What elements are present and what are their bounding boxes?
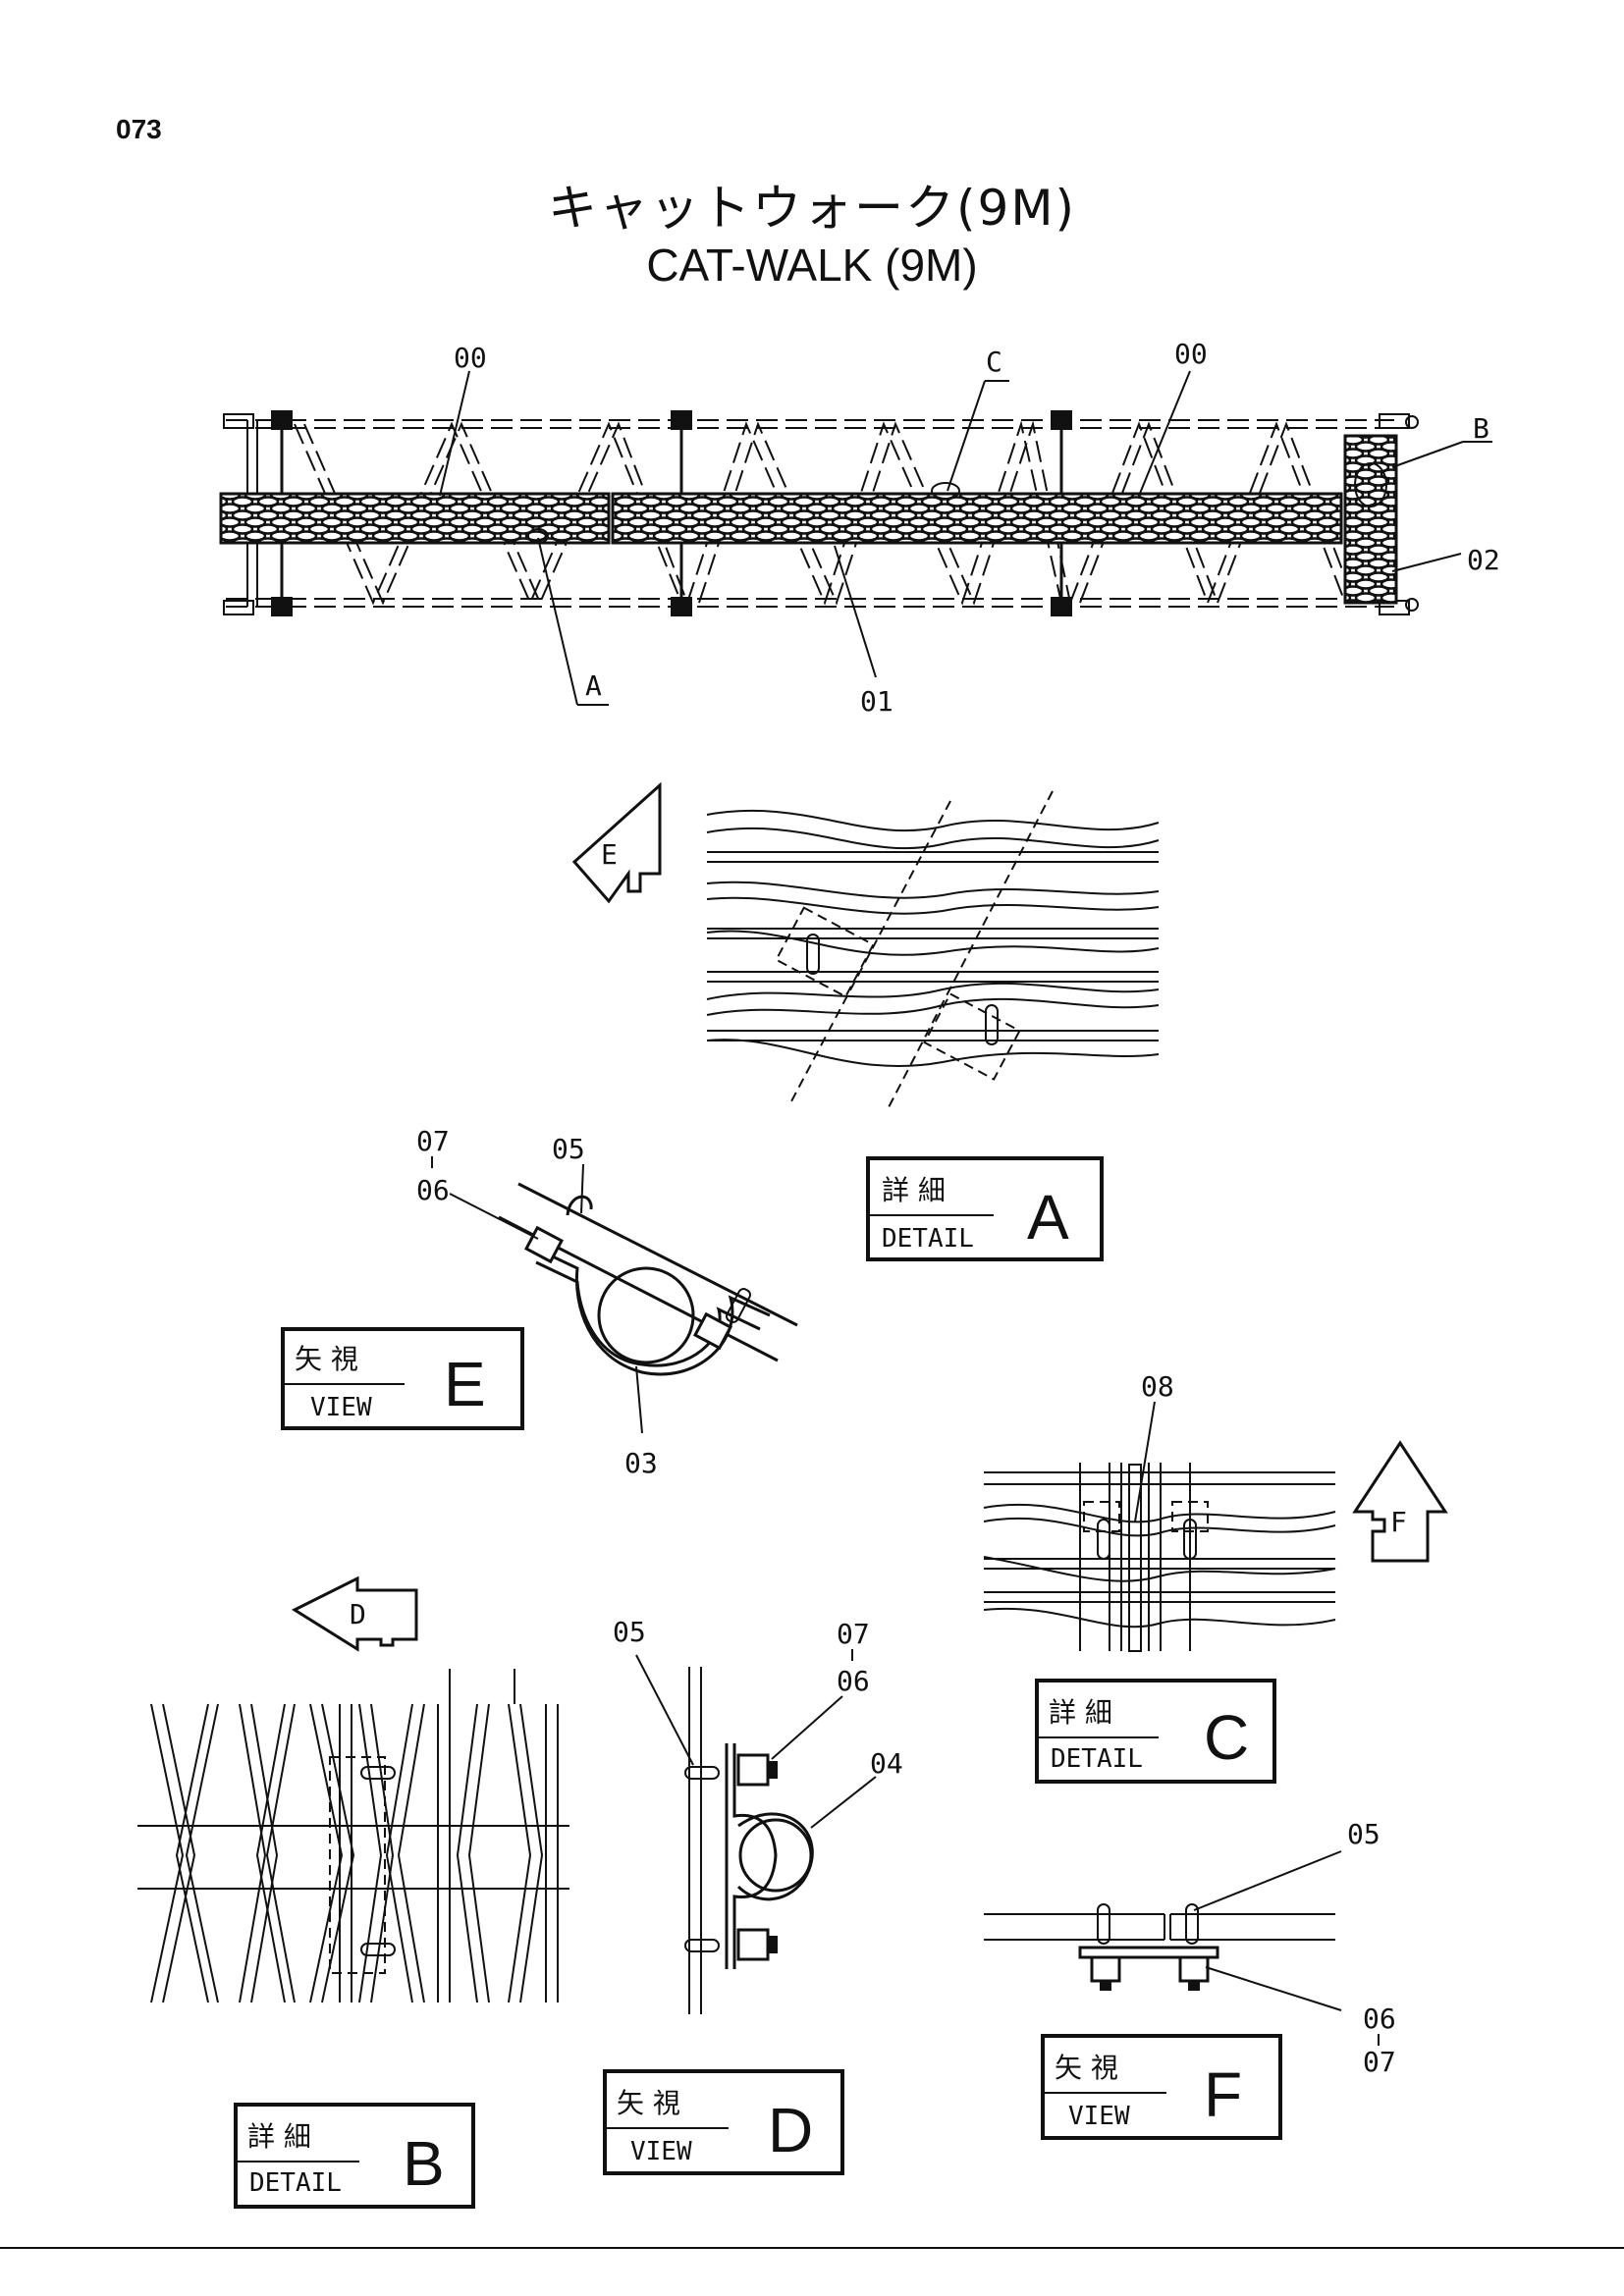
view-d-letter: D — [768, 2095, 813, 2165]
view-e-callout-06: 06 — [416, 1174, 450, 1206]
callout-b: B — [1473, 412, 1489, 445]
view-f-letter: F — [1204, 2059, 1242, 2130]
catwalk-panel-main — [611, 492, 1343, 545]
catwalk-panel-left — [219, 492, 611, 545]
title-english: CAT-WALK (9M) — [646, 240, 978, 291]
detail-c-jp: 詳 細 — [1049, 1696, 1112, 1729]
detail-c-drawing: 08 F — [983, 1370, 1448, 1652]
view-f-callout-07: 07 — [1363, 2046, 1396, 2078]
callout-02: 02 — [1467, 544, 1500, 576]
view-e-jp: 矢 視 — [295, 1343, 358, 1375]
view-f-callout-06: 06 — [1363, 2002, 1396, 2035]
view-d-callout-04: 04 — [870, 1747, 903, 1780]
view-f-callout-05: 05 — [1347, 1818, 1380, 1850]
callout-c: C — [986, 346, 1002, 378]
view-f-jp: 矢 視 — [1055, 2052, 1118, 2084]
view-d-callout-05: 05 — [613, 1616, 646, 1648]
detail-c-label: 詳 細 DETAIL C — [1035, 1679, 1276, 1784]
view-f-label: 矢 視 VIEW F — [1041, 2034, 1282, 2140]
view-e-callout-07: 07 — [416, 1125, 450, 1157]
view-d-jp: 矢 視 — [617, 2087, 680, 2119]
detail-b-jp: 詳 細 — [247, 2120, 311, 2153]
view-e-callout-03: 03 — [624, 1447, 658, 1479]
view-d-en: VIEW — [630, 2137, 692, 2166]
right-end-fittings — [1379, 413, 1419, 615]
page-number: 073 — [116, 114, 162, 144]
view-e-drawing: 05 07 06 03 — [416, 1125, 798, 1479]
detail-c-callout-08: 08 — [1141, 1370, 1174, 1403]
view-e-letter: E — [444, 1349, 486, 1419]
main-truss-view: 00 C 00 B 02 A 01 — [219, 338, 1500, 718]
view-arrow-f: F — [1352, 1440, 1448, 1563]
view-e-label: 矢 視 VIEW E — [281, 1327, 524, 1430]
arrow-d-letter: D — [350, 1598, 366, 1630]
view-arrow-e: E — [571, 781, 662, 904]
truss-lacing — [294, 420, 1356, 606]
detail-a-label: 詳 細 DETAIL A — [866, 1156, 1104, 1261]
arrow-f-letter: F — [1390, 1506, 1407, 1538]
detail-b-label: 詳 細 DETAIL B — [234, 2103, 475, 2209]
detail-a-jp: 詳 細 — [882, 1174, 946, 1206]
detail-b-letter: B — [403, 2128, 445, 2199]
detail-c-letter: C — [1204, 1702, 1249, 1773]
arrow-e-letter: E — [601, 838, 618, 871]
callout-00-left: 00 — [454, 342, 487, 374]
view-d-callout-06: 06 — [837, 1665, 870, 1697]
view-d-label: 矢 視 VIEW D — [603, 2069, 844, 2175]
title-block: キャットウォーク(9M) CAT-WALK (9M) — [0, 179, 1624, 293]
callout-00-right: 00 — [1174, 338, 1208, 370]
view-f-drawing: 05 06 07 — [984, 1818, 1396, 2078]
catwalk-end-panel — [1343, 434, 1398, 605]
callout-01: 01 — [860, 685, 893, 718]
view-d-drawing: 05 07 06 04 — [613, 1616, 903, 2014]
detail-b-en: DETAIL — [249, 2168, 342, 2198]
view-e-callout-05: 05 — [552, 1133, 585, 1165]
view-d-callout-07: 07 — [837, 1618, 870, 1650]
view-arrow-d: D — [291, 1575, 418, 1652]
title-japanese: キャットウォーク(9M) — [548, 180, 1076, 237]
detail-a-drawing: E — [571, 781, 1160, 1110]
detail-a-en: DETAIL — [882, 1224, 974, 1254]
detail-b-drawing: D — [137, 1575, 569, 2003]
view-e-en: VIEW — [310, 1393, 372, 1422]
detail-a-letter: A — [1027, 1182, 1069, 1253]
truss-verticals — [271, 410, 1072, 616]
detail-c-en: DETAIL — [1051, 1744, 1143, 1774]
view-f-en: VIEW — [1068, 2102, 1130, 2131]
callout-a: A — [585, 669, 602, 702]
